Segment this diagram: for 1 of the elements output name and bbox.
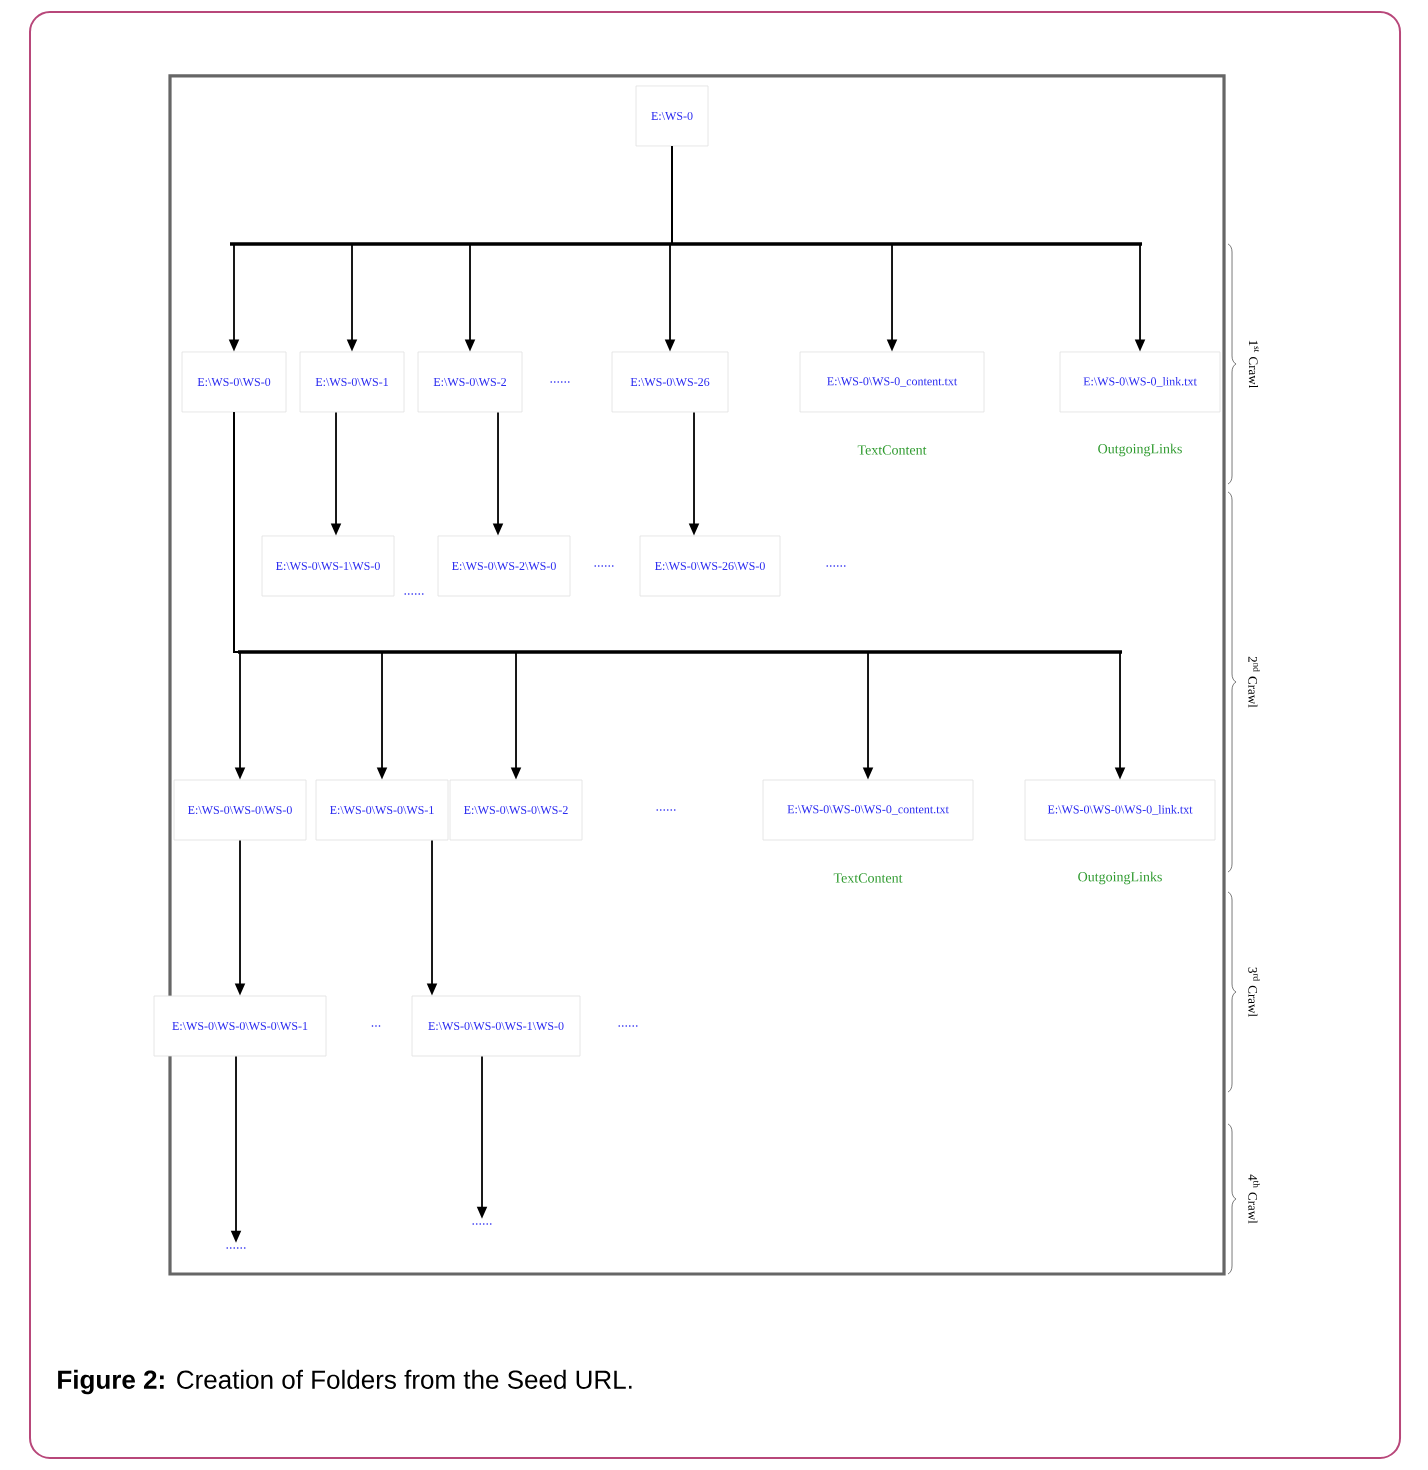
figure-caption: Figure 2: Creation of Folders from the Seed URL. bbox=[58, 1369, 632, 1395]
